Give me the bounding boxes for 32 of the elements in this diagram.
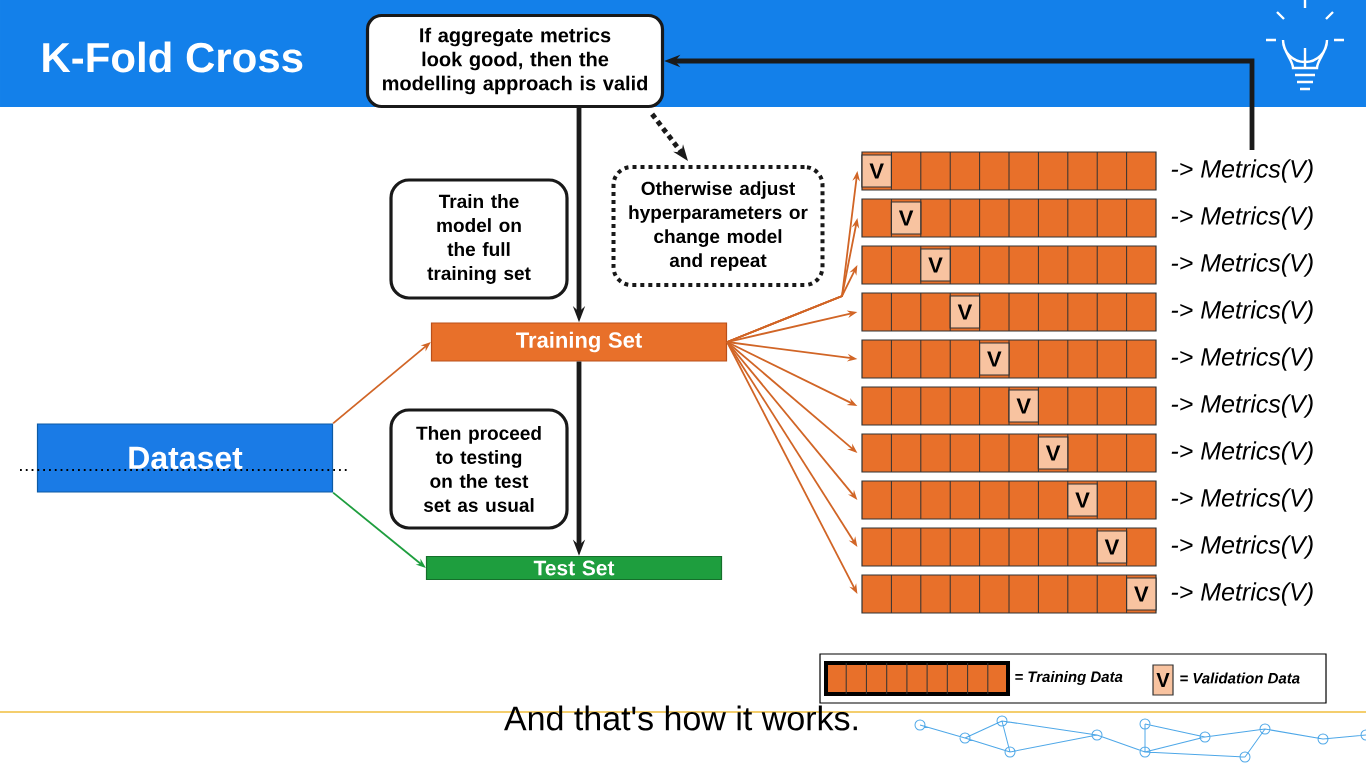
legend-text: = Validation Data [1180,672,1300,684]
metrics-label: -> Metrics(V) [1171,253,1313,277]
fold-row: V [861,292,1157,332]
legend-text: = Training Data [1015,671,1123,685]
metrics-label: -> Metrics(V) [1171,206,1313,230]
metrics-label: -> Metrics(V) [1171,159,1313,183]
metrics-label: -> Metrics(V) [1171,582,1313,606]
fold-row: V [861,151,1157,191]
note-box: Train the model on the full training set [389,178,569,300]
fold-row: V [861,386,1157,426]
metrics-label: -> Metrics(V) [1171,394,1313,418]
note-box: Then proceed to testing on the test set as usual [389,408,569,530]
note-box: Otherwise adjust hyperparameters or change model and repeat [611,165,825,287]
test-set-bar: Test Set [425,555,723,581]
dataset-box: Dataset [36,423,334,493]
metrics-label: -> Metrics(V) [1171,347,1313,371]
fold-row: V [861,527,1157,567]
subtitle: And that's how it works. [504,705,857,731]
training-set-bar: Training Set [430,322,728,362]
fold-row: V [861,339,1157,379]
fold-row: V [861,245,1157,285]
title: K-Fold Cross [43,41,303,73]
metrics-label: -> Metrics(V) [1171,441,1313,465]
metrics-label: -> Metrics(V) [1171,488,1313,512]
fold-row: V [861,433,1157,473]
legend-sample: V [1152,664,1174,696]
fold-row: V [861,480,1157,520]
metrics-label: -> Metrics(V) [1171,535,1313,559]
fold-row: V [861,198,1157,238]
callout-box: If aggregate metrics look good, then the modelling approach is valid [365,13,665,109]
metrics-label: -> Metrics(V) [1171,300,1313,324]
fold-row: V [861,574,1157,614]
